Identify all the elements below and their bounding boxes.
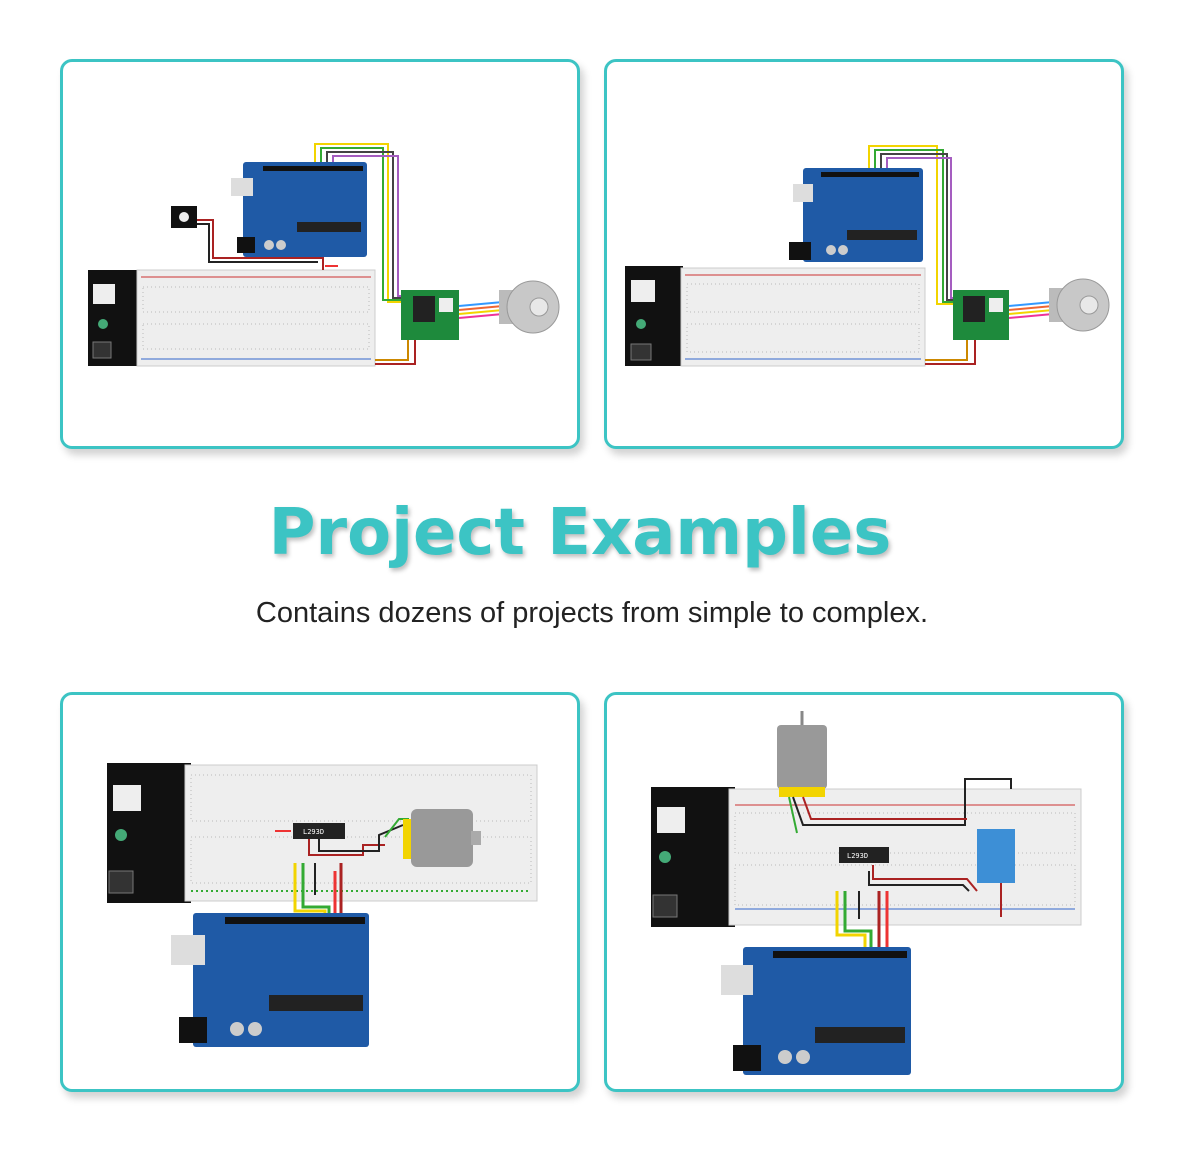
- breadboard: [680, 267, 926, 367]
- project-card-1: [60, 59, 580, 449]
- arduino-board: [743, 947, 911, 1075]
- dc-motor-icon: [777, 725, 827, 789]
- breadboard: [728, 788, 1082, 926]
- arduino-board: [803, 168, 923, 262]
- arduino-board: [193, 913, 369, 1047]
- breadboard: [136, 269, 376, 367]
- stepper-motor-with-sensor-diagram: [88, 143, 560, 367]
- bluetooth-module: [977, 829, 1015, 883]
- chip-label: L293D: [847, 852, 868, 860]
- dc-motor-l293d-module-diagram: L293D: [651, 711, 1082, 1075]
- chip-label: L293D: [303, 828, 324, 836]
- section-title: Project Examples: [268, 496, 892, 570]
- l293d-chip: [293, 823, 345, 839]
- dc-motor-l293d-diagram: L293D: [107, 763, 538, 1047]
- breadboard: [184, 764, 538, 902]
- project-card-4: L293D: [604, 692, 1124, 1092]
- arduino-board: [243, 162, 367, 257]
- stepper-motor-diagram: [625, 145, 1110, 367]
- dc-motor-icon: [411, 809, 473, 867]
- project-card-2: [604, 59, 1124, 449]
- section-subtitle: Contains dozens of projects from simple …: [255, 597, 929, 629]
- project-card-3: L293D: [60, 692, 580, 1092]
- l293d-chip: [839, 847, 889, 863]
